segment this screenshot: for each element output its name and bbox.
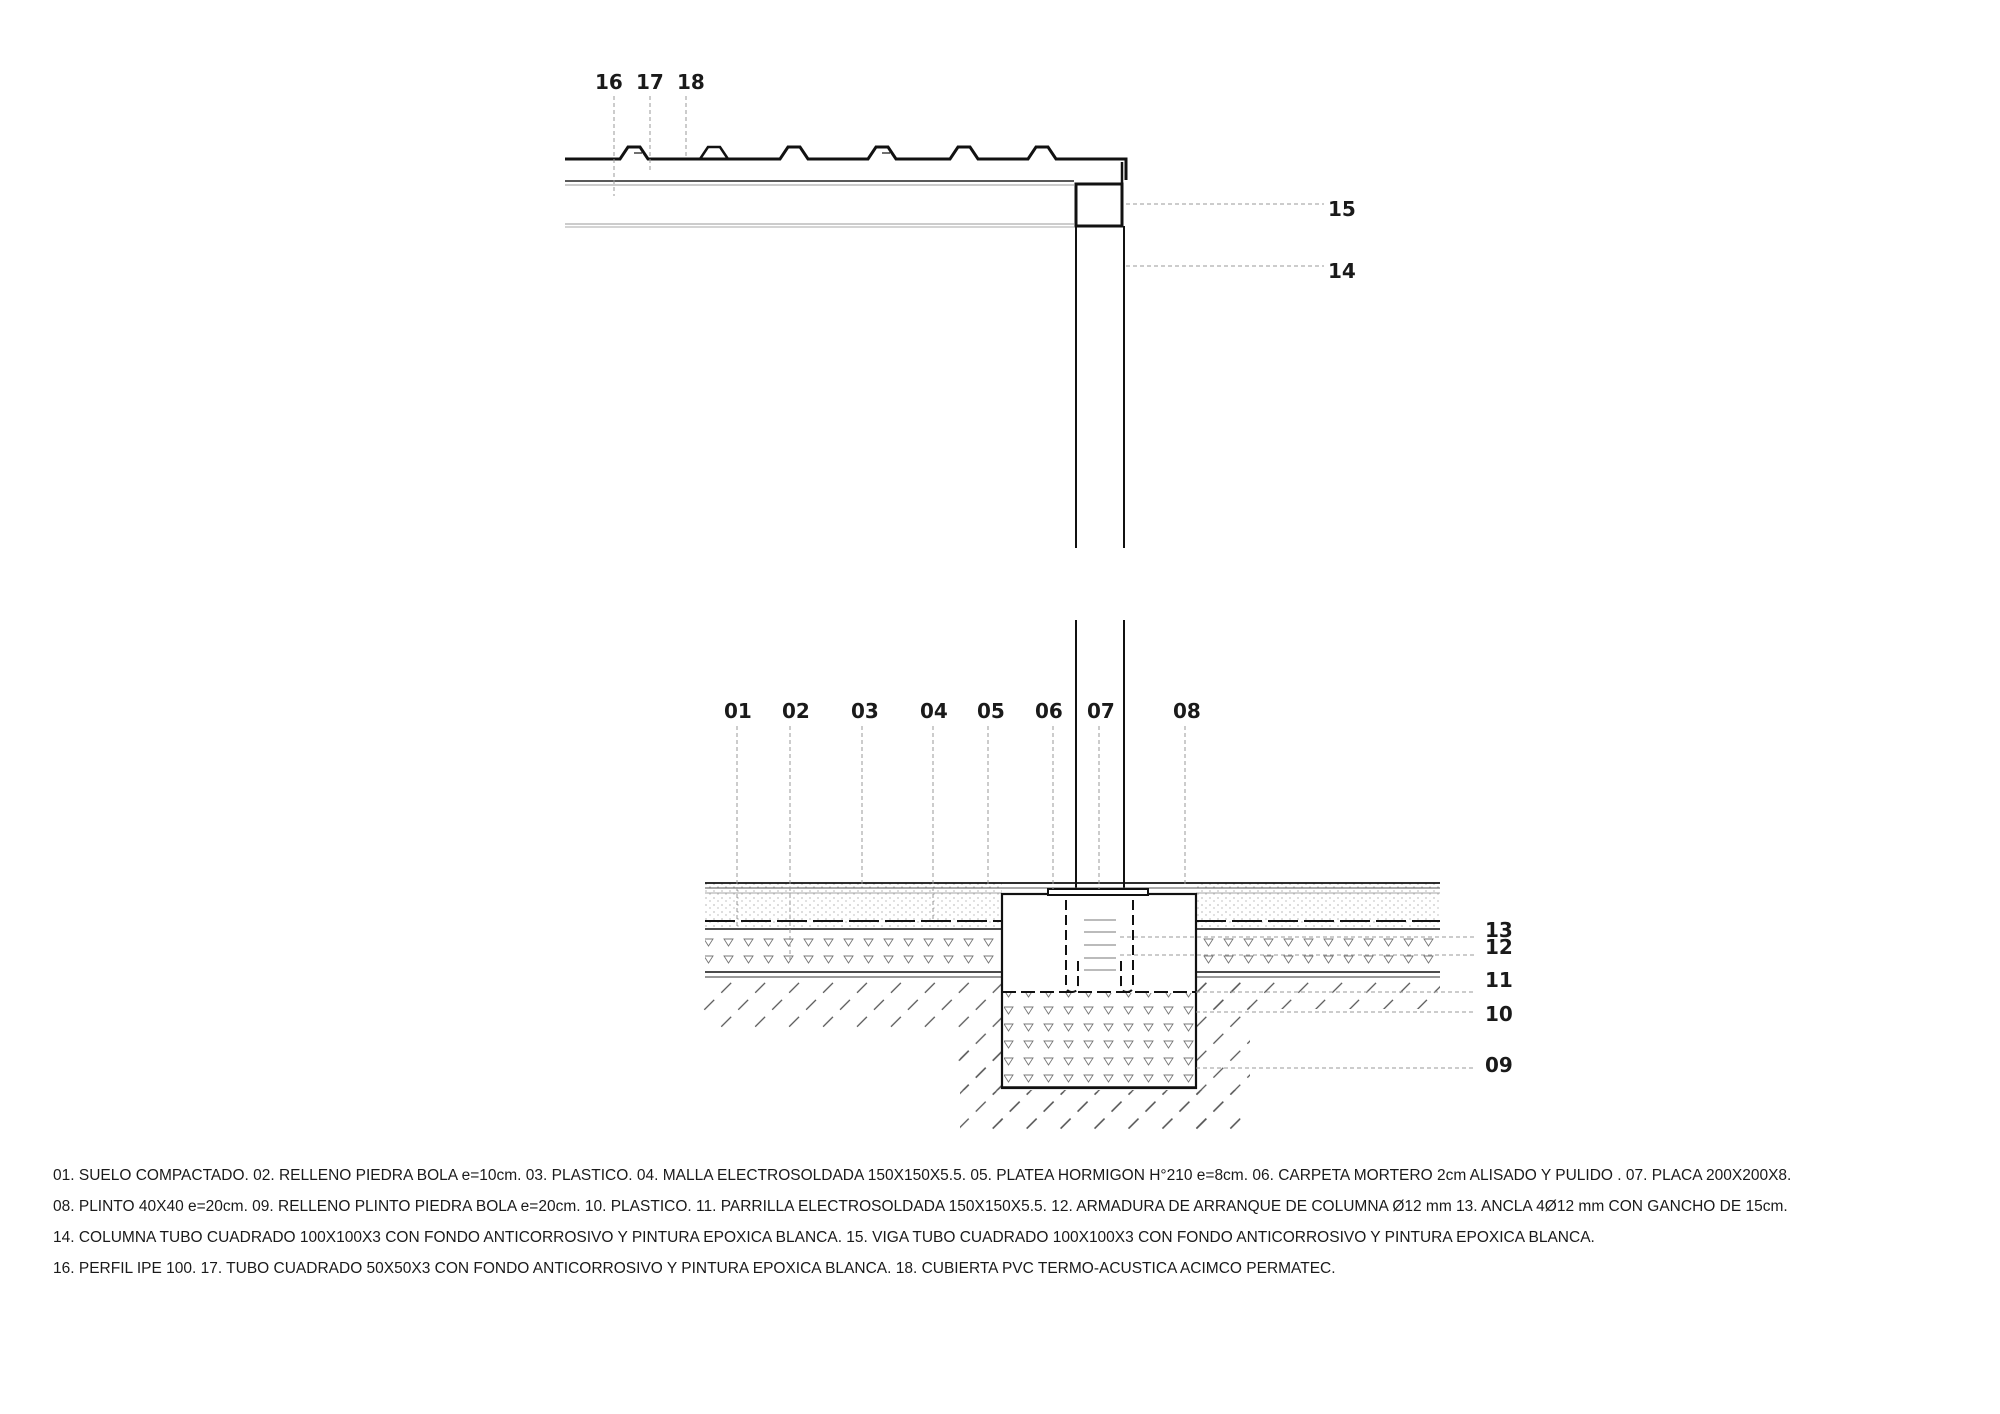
legend-line-3: 14. COLUMNA TUBO CUADRADO 100X100X3 CON … (53, 1229, 1595, 1246)
legend-line-1: 01. SUELO COMPACTADO. 02. RELLENO PIEDRA… (53, 1167, 1792, 1184)
callout-01: 01 (724, 699, 752, 723)
column-tube (1075, 226, 1125, 892)
callout-18: 18 (677, 70, 705, 94)
callout-12: 12 (1485, 935, 1513, 959)
callout-11: 11 (1485, 968, 1513, 992)
pvc-roof-sheet (565, 145, 1128, 180)
leader-lines (613, 96, 1476, 1069)
callout-09: 09 (1485, 1053, 1513, 1077)
callout-06: 06 (1035, 699, 1063, 723)
callout-08: 08 (1173, 699, 1201, 723)
beam-tube-section (1074, 182, 1124, 228)
callout-17: 17 (636, 70, 664, 94)
starter-bars (1084, 919, 1116, 971)
callout-04: 04 (920, 699, 948, 723)
compacted-soil (700, 979, 1002, 1029)
callout-14: 14 (1328, 259, 1356, 283)
foundation-section (700, 882, 1440, 1135)
callout-16: 16 (595, 70, 623, 94)
legend-line-2: 08. PLINTO 40X40 e=20cm. 09. RELLENO PLI… (53, 1198, 1788, 1215)
callout-15: 15 (1328, 197, 1356, 221)
anchor-bolts (1065, 900, 1079, 994)
base-plate (1047, 888, 1149, 896)
legend-notes: 01. SUELO COMPACTADO. 02. RELLENO PIEDRA… (53, 1160, 1983, 1284)
callout-03: 03 (851, 699, 879, 723)
legend-line-4: 16. PERFIL IPE 100. 17. TUBO CUADRADO 50… (53, 1260, 1336, 1277)
callout-labels: 16 17 18 15 14 01 02 03 04 05 06 07 08 1… (595, 70, 1513, 1077)
callout-13: 13 (1485, 918, 1513, 942)
callout-10: 10 (1485, 1002, 1513, 1026)
stone-fill-layer (705, 931, 1002, 971)
callout-02: 02 (782, 699, 810, 723)
callout-07: 07 (1087, 699, 1115, 723)
roof-assembly (565, 145, 1128, 228)
callout-05: 05 (977, 699, 1005, 723)
